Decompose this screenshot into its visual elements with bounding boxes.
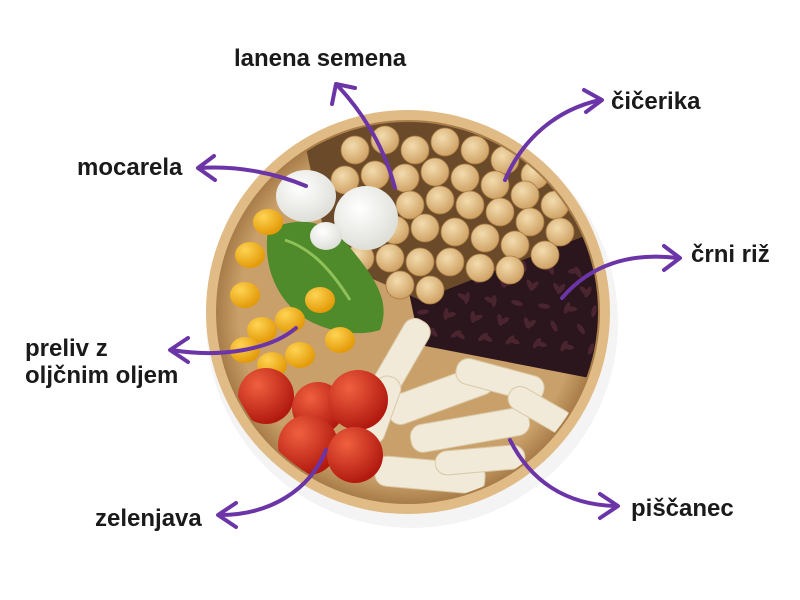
chickpea bbox=[405, 247, 435, 277]
label-dressing: preliv z oljčnim oljem bbox=[25, 335, 178, 389]
pepper bbox=[325, 327, 355, 353]
label-mozzarella: mocarela bbox=[77, 154, 183, 181]
mozzarella-ball-1 bbox=[276, 170, 336, 222]
rice-grain bbox=[550, 320, 558, 332]
chickpea bbox=[440, 217, 470, 247]
chicken-strip bbox=[434, 444, 526, 476]
chickpea bbox=[385, 270, 415, 300]
arrow-mozzarella bbox=[198, 165, 308, 188]
chicken-strips bbox=[358, 317, 573, 495]
arrow-chickpeas-head bbox=[582, 88, 604, 114]
label-chicken: piščanec bbox=[631, 495, 734, 522]
pepper bbox=[253, 209, 283, 235]
chickpea bbox=[485, 197, 515, 227]
callout-arrows bbox=[168, 82, 682, 529]
arrow-rice-head bbox=[662, 244, 682, 272]
rice-grain bbox=[443, 308, 449, 320]
chickpea bbox=[500, 230, 530, 260]
arrow-rice bbox=[560, 254, 680, 300]
rice-grain bbox=[457, 293, 469, 301]
arrow-dressing-head bbox=[168, 336, 190, 364]
rice-grain bbox=[417, 309, 429, 315]
label-flax-seeds: lanena semena bbox=[234, 45, 407, 72]
chickpea bbox=[340, 135, 370, 165]
arrow-chicken bbox=[508, 438, 618, 508]
pepper bbox=[285, 342, 315, 368]
arrow-flax bbox=[336, 84, 397, 190]
rice-grain bbox=[532, 337, 542, 349]
tomato bbox=[328, 370, 388, 430]
label-chickpeas: čičerika bbox=[611, 88, 701, 115]
mozzarella-ball-3 bbox=[310, 222, 342, 250]
rice-grain bbox=[497, 314, 503, 326]
arrow-chicken-head bbox=[598, 492, 620, 520]
rice-grain bbox=[505, 335, 515, 345]
rice-grain bbox=[470, 311, 476, 323]
chickpea bbox=[425, 185, 455, 215]
chickpea bbox=[470, 223, 500, 253]
chickpea bbox=[430, 127, 460, 157]
pepper bbox=[235, 242, 265, 268]
label-dressing-line-2: oljčnim oljem bbox=[25, 362, 179, 389]
rice-grain bbox=[563, 302, 571, 314]
tomato bbox=[327, 427, 383, 483]
pepper bbox=[230, 282, 260, 308]
pepper bbox=[275, 307, 305, 333]
chickpea bbox=[395, 190, 425, 220]
chickpea bbox=[410, 213, 440, 243]
chickpea bbox=[450, 163, 480, 193]
rice-grain bbox=[577, 323, 585, 335]
pepper bbox=[247, 317, 277, 343]
spinach-greens bbox=[266, 221, 384, 334]
chickpea bbox=[455, 190, 485, 220]
mozzarella-ball-2 bbox=[334, 186, 398, 250]
rice-grain bbox=[579, 286, 589, 296]
chickpea bbox=[360, 160, 390, 190]
chickpea bbox=[495, 255, 525, 285]
label-black-rice: črni riž bbox=[691, 241, 770, 268]
rice-grain bbox=[484, 296, 496, 304]
chicken-strip bbox=[409, 407, 531, 453]
arrow-vegetables-head bbox=[216, 501, 238, 529]
arrow-dressing bbox=[170, 326, 298, 356]
chickpeas bbox=[330, 125, 575, 305]
chickpea bbox=[480, 170, 510, 200]
rice-grain bbox=[450, 330, 462, 338]
chickpea bbox=[510, 180, 540, 210]
rice-grain bbox=[477, 332, 489, 342]
chickpea bbox=[420, 157, 450, 187]
rice-grain bbox=[560, 340, 568, 352]
tomato bbox=[238, 368, 294, 424]
spinach-highlight bbox=[284, 238, 352, 301]
chickpea bbox=[545, 217, 575, 247]
rice-grain bbox=[587, 343, 595, 355]
rice-grain bbox=[511, 300, 523, 306]
rice-grain bbox=[568, 268, 580, 274]
chickpea bbox=[415, 275, 445, 305]
rice-grain bbox=[591, 305, 597, 317]
rice-grain bbox=[526, 279, 534, 291]
arrow-vegetables bbox=[218, 448, 328, 517]
chickpea bbox=[375, 243, 405, 273]
label-vegetables: zelenjava bbox=[95, 505, 202, 532]
pepper bbox=[305, 287, 335, 313]
chickpea bbox=[435, 247, 465, 277]
chickpea bbox=[465, 253, 495, 283]
rice-grain bbox=[538, 303, 550, 309]
rice-grain bbox=[523, 317, 531, 329]
chickpea bbox=[400, 135, 430, 165]
arrow-chickpeas bbox=[503, 98, 602, 182]
rice-grain bbox=[553, 282, 561, 294]
chickpea bbox=[460, 135, 490, 165]
chickpea bbox=[530, 240, 560, 270]
chickpea bbox=[515, 207, 545, 237]
label-dressing-line-1: preliv z bbox=[25, 335, 108, 362]
arrow-flax-head bbox=[330, 82, 357, 106]
arrow-mozzarella-head bbox=[196, 154, 217, 182]
